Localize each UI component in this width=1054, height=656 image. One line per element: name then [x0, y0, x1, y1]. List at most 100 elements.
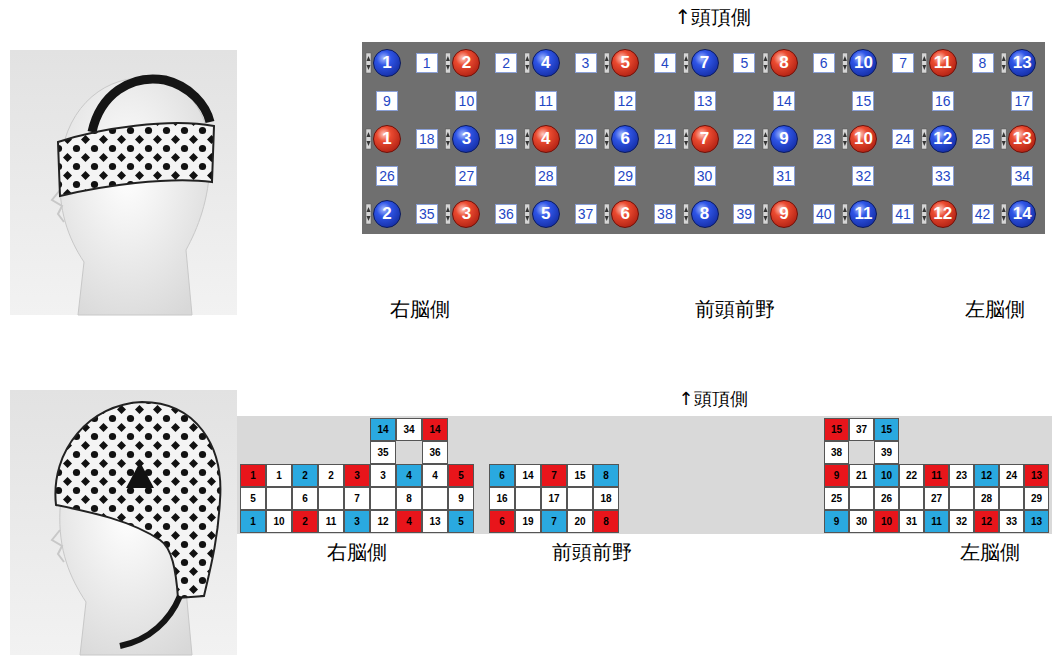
grid-cell: 3 [344, 464, 370, 487]
grid-cell: 9 [824, 464, 849, 487]
number-text: 1 [250, 470, 256, 481]
electrode-cap [55, 402, 220, 598]
electrode-circle: 10 [849, 125, 877, 153]
region-label: ↑頭頂側 [675, 6, 752, 28]
grid-cell: 7 [344, 487, 370, 510]
electrode-circle: 5 [532, 200, 560, 228]
spinner-arrow [605, 207, 609, 212]
grid-cell: 6 [292, 487, 318, 510]
channel-box: 17 [1011, 91, 1033, 111]
cap-marker [126, 462, 154, 488]
grid-cell: 11 [924, 510, 949, 533]
grid-cell: 4 [396, 464, 422, 487]
channel-box: 5 [733, 53, 755, 73]
grid-cell: 8 [396, 487, 422, 510]
number-text: 6 [302, 493, 308, 504]
grid-cell: 13 [422, 510, 448, 533]
grid-cell: 26 [874, 487, 899, 510]
number-text: 8 [979, 55, 987, 71]
channel-box: 26 [376, 166, 398, 186]
number-text: 6 [620, 204, 629, 224]
number-text: 12 [933, 129, 952, 149]
electrode-circle: 1 [373, 125, 401, 153]
grid-cell: 3 [370, 464, 396, 487]
headband-photo [10, 50, 237, 315]
channel-box: 40 [813, 204, 835, 224]
number-text: 41 [895, 206, 911, 222]
channel-box: 31 [773, 166, 795, 186]
number-text: 31 [776, 168, 792, 184]
number-text: 8 [603, 516, 609, 527]
grid-cell: 11 [318, 510, 344, 533]
number-text: 16 [935, 93, 951, 109]
electrode-circle: 14 [1008, 200, 1036, 228]
channel-box: 21 [654, 129, 676, 149]
number-text: 2 [302, 470, 308, 481]
spinner-arrow [684, 207, 688, 212]
number-text: 35 [377, 447, 388, 458]
number-text: 30 [697, 168, 713, 184]
number-text: 12 [981, 470, 992, 481]
spinner-arrow [525, 216, 529, 221]
grid-cell: 31 [899, 510, 924, 533]
number-text: 7 [700, 53, 709, 73]
electrode-circle: 6 [611, 200, 639, 228]
number-text: 5 [740, 55, 748, 71]
grid-cell: 5 [448, 510, 474, 533]
grid-cell: 7 [541, 510, 567, 533]
grid-cell: 36 [422, 441, 448, 464]
number-text: 33 [935, 168, 951, 184]
channel-box: 24 [892, 129, 914, 149]
grid-ground [237, 416, 1052, 534]
spinner-arrow [843, 65, 847, 70]
number-text: 24 [1006, 470, 1017, 481]
number-text: 22 [906, 470, 917, 481]
number-text: 15 [881, 424, 892, 435]
number-text: 1 [423, 55, 431, 71]
grid-cell: 28 [974, 487, 999, 510]
electrode-circle: 1 [373, 49, 401, 77]
spinner [1001, 53, 1006, 73]
grid-cell: 15 [567, 464, 593, 487]
channel-box: 32 [852, 166, 874, 186]
channel-box: 2 [495, 53, 517, 73]
spinner-arrow [525, 207, 529, 212]
number-text: 38 [657, 206, 673, 222]
region-label: 右脳側 [390, 298, 450, 320]
spinner-arrow [605, 65, 609, 70]
spinner [763, 204, 768, 224]
number-text: 30 [856, 516, 867, 527]
number-text: 5 [458, 470, 464, 481]
number-text: 4 [661, 55, 669, 71]
empty-cell [423, 488, 448, 510]
spinner [842, 53, 847, 73]
number-text: 2 [502, 55, 510, 71]
number-text: 12 [933, 204, 952, 224]
spinner-arrow [446, 132, 450, 137]
number-text: 2 [328, 470, 334, 481]
electrode-circle: 2 [452, 49, 480, 77]
empty-cell [371, 488, 396, 510]
channel-box: 9 [376, 91, 398, 111]
channel-box: 8 [972, 53, 994, 73]
spinner-arrow [446, 56, 450, 61]
channel-box: 19 [495, 129, 517, 149]
electrode-circle: 7 [691, 49, 719, 77]
spinner [445, 129, 450, 149]
spinner-arrow [525, 65, 529, 70]
number-text: 32 [956, 516, 967, 527]
channel-box: 29 [614, 166, 636, 186]
channel-box: 36 [495, 204, 517, 224]
spinner [922, 53, 927, 73]
spinner [922, 204, 927, 224]
channel-box: 27 [455, 166, 477, 186]
spinner-arrow [525, 56, 529, 61]
grid-cell: 10 [874, 510, 899, 533]
spinner [604, 204, 609, 224]
grid-cell: 15 [874, 418, 899, 441]
grid-cell: 3 [344, 510, 370, 533]
number-text: 37 [578, 206, 594, 222]
number-text: 10 [854, 53, 873, 73]
